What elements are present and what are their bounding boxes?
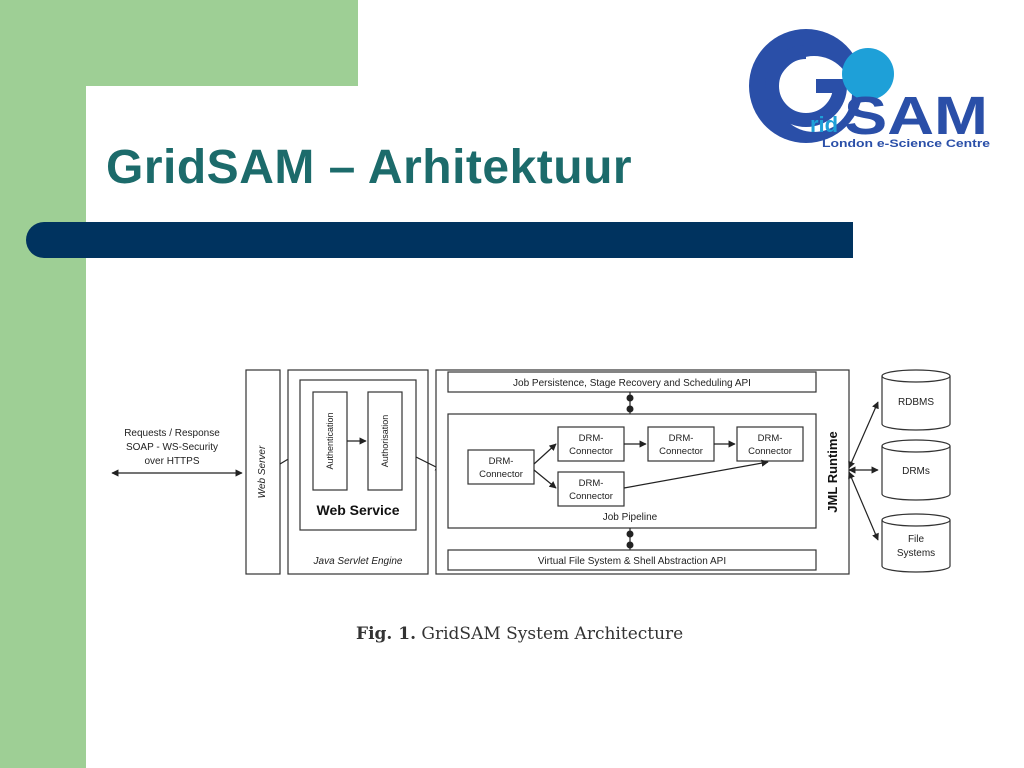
runtime-to-fs-arrow <box>848 471 879 541</box>
pipeline-arrow-5 <box>623 459 769 489</box>
drm-connector-top-1-line1: DRM- <box>579 433 604 444</box>
drm-connector-top-3-line2: Connector <box>748 446 792 457</box>
authorisation-label: Authorisation <box>380 415 390 468</box>
drm-connector-bottom-line2: Connector <box>569 491 613 502</box>
drm-connector-top-2-line1: DRM- <box>669 433 694 444</box>
web-service-label: Web Service <box>316 502 399 518</box>
drm-connector-top-1-line2: Connector <box>569 446 613 457</box>
drm-connector-bottom: DRM- Connector <box>557 471 625 507</box>
figure-caption-label: Fig. 1. <box>356 624 416 644</box>
rdbms-cylinder: RDBMS <box>881 369 951 431</box>
authentication-label: Authentication <box>325 412 335 469</box>
client-label-2: SOAP - WS-Security <box>126 442 218 453</box>
drm-connector-top-2-line2: Connector <box>659 446 703 457</box>
drm-connector-top-3: DRM- Connector <box>736 426 804 462</box>
jml-runtime-label: JML Runtime <box>825 431 840 512</box>
virtual-fs-label: Virtual File System & Shell Abstraction … <box>538 556 726 567</box>
drms-label: DRMs <box>902 466 930 477</box>
client-label-1: Requests / Response <box>124 428 220 439</box>
logo-text: SAM <box>844 86 988 146</box>
pipeline-arrow-2 <box>533 469 557 489</box>
authentication-box <box>312 391 348 491</box>
drm-connector-source-line2: Connector <box>479 469 523 480</box>
architecture-diagram: Requests / Response SOAP - WS-Security o… <box>111 369 951 575</box>
servlet-engine-label: Java Servlet Engine <box>313 556 403 567</box>
slide-title: GridSAM – Arhitektuur <box>106 141 633 194</box>
file-systems-label-2: Systems <box>897 548 935 559</box>
drm-connector-bottom-line1: DRM- <box>579 478 604 489</box>
svg-text:rid: rid <box>810 112 838 137</box>
authorisation-box <box>367 391 403 491</box>
header-green-background <box>0 0 358 86</box>
file-systems-label-1: File <box>908 534 925 545</box>
figure-caption-text: GridSAM System Architecture <box>421 624 684 644</box>
web-server-label: Web Server <box>257 445 268 498</box>
title-underline-bar <box>26 222 853 258</box>
sidebar-green-background <box>0 0 86 768</box>
drm-connector-source-line1: DRM- <box>489 456 514 467</box>
logo-subtitle: London e-Science Centre <box>822 138 990 150</box>
job-persistence-label: Job Persistence, Stage Recovery and Sche… <box>513 378 751 389</box>
drm-connector-top-2: DRM- Connector <box>647 426 715 462</box>
pipeline-arrow-1 <box>533 443 557 465</box>
web-server-box <box>245 369 281 575</box>
drm-connector-source: DRM- Connector <box>467 449 535 485</box>
virtual-fs-box <box>447 549 817 571</box>
file-systems-cylinder: File Systems <box>881 513 951 573</box>
gridsam-logo: SAM rid London e-Science Centre <box>749 29 990 150</box>
job-pipeline-label: Job Pipeline <box>603 512 658 523</box>
runtime-to-rdbms-arrow <box>848 401 879 469</box>
job-persistence-box <box>447 371 817 393</box>
drm-connector-top-1: DRM- Connector <box>557 426 625 462</box>
drm-connector-top-3-line1: DRM- <box>758 433 783 444</box>
drms-cylinder: DRMs <box>881 439 951 501</box>
figure-caption: Fig. 1. GridSAM System Architecture <box>356 624 683 644</box>
client-label-3: over HTTPS <box>144 456 199 467</box>
rdbms-label: RDBMS <box>898 397 934 408</box>
